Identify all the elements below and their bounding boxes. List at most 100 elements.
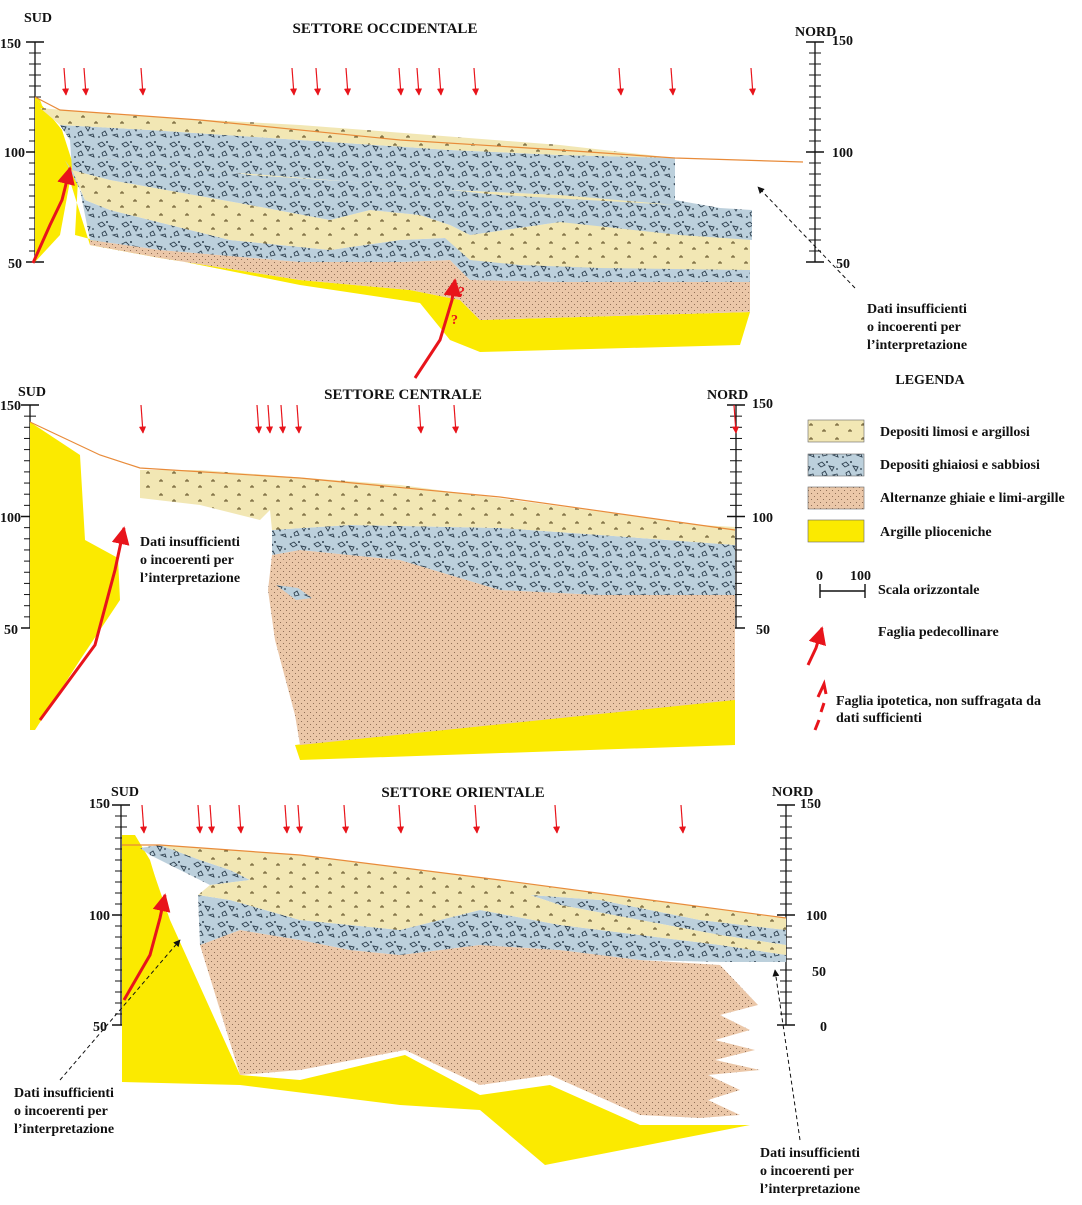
legend-swatch-limosi [807, 419, 865, 443]
fault-pedecollinare [122, 893, 171, 1001]
ghiaiosi-top-lens [140, 845, 250, 885]
legend-swatch-alternanze [807, 486, 865, 510]
fault-symbol-icon [806, 626, 826, 666]
section-orientale: SETTORE ORIENTALE SUD NORD 150 100 50 15… [14, 785, 860, 1197]
borehole-arrow-icon [731, 404, 740, 434]
borehole-arrow-icon [139, 804, 148, 834]
fault-pedecollinare [31, 166, 75, 264]
legend-swatch-ghiaiosi [807, 453, 865, 477]
argille-wedge [35, 97, 72, 262]
axis-tick-label: 100 [89, 909, 110, 924]
note-pointer [59, 939, 181, 1081]
borehole-arrow-icon [552, 804, 561, 834]
note-pointer [757, 186, 856, 289]
scale-min-label: 0 [816, 569, 823, 584]
borehole-markers [61, 67, 757, 96]
borehole-arrow-icon [678, 804, 687, 834]
nord-label: NORD [772, 785, 813, 800]
topographic-surface [122, 844, 787, 919]
section-title: SETTORE OCCIDENTALE [293, 21, 478, 37]
legend-label: Depositi limosi e argillosi [880, 425, 1030, 440]
borehole-arrow-icon [138, 67, 147, 96]
legend: LEGENDA Depositi limosi e argillosi Depo… [806, 373, 1065, 731]
question-mark: ? [458, 285, 465, 300]
legend-label: Alternanze ghiaie e limi-argille [880, 491, 1065, 506]
axis-tick-label: 100 [806, 909, 827, 924]
legend-fault-label: Faglia pedecollinare [878, 625, 999, 640]
section-title: SETTORE CENTRALE [324, 387, 482, 403]
alternanze-layer [268, 550, 735, 745]
axis-tick-label: 150 [89, 797, 110, 812]
note-line: o incoerenti per [14, 1104, 108, 1119]
argille-layer [35, 97, 750, 352]
legend-swatch-argille [807, 519, 865, 543]
axis-tick-label: 150 [832, 34, 853, 49]
borehole-arrow-icon [343, 67, 352, 96]
note-line: Dati insufficienti [867, 302, 967, 317]
argille-layer [30, 422, 120, 730]
axis-tick-label: 50 [812, 965, 826, 980]
right-elevation-axis [806, 41, 824, 263]
ghiaiosi-band-right [530, 895, 786, 945]
right-elevation-axis [777, 804, 795, 1026]
nord-label: NORD [795, 25, 836, 40]
alternanze-layer [200, 930, 760, 1118]
borehole-arrow-icon [748, 67, 757, 96]
borehole-arrow-icon [289, 67, 298, 96]
note-line: Dati insufficienti [140, 535, 240, 550]
limosi-middle-layer [72, 170, 750, 270]
axis-tick-label: 150 [752, 397, 773, 412]
limosi-layer [140, 470, 735, 545]
borehole-arrow-icon [254, 404, 263, 434]
alternanze-layer [90, 240, 750, 320]
legend-fault-hyp-label: Faglia ipotetica, non suffragata da [836, 694, 1041, 709]
note-line: Dati insufficienti [14, 1086, 114, 1101]
axis-tick-label: 50 [4, 623, 18, 638]
borehole-arrow-icon [396, 804, 405, 834]
borehole-markers [138, 404, 740, 434]
borehole-arrow-icon [414, 67, 423, 96]
section-occidentale: SETTORE OCCIDENTALE SUD NORD 150 100 50 … [0, 11, 967, 379]
borehole-arrow-icon [416, 404, 425, 434]
ghiaiosi-middle-layer [70, 140, 752, 240]
borehole-arrow-icon [472, 804, 481, 834]
ghiaiosi-layer [198, 895, 786, 962]
axis-tick-label: 100 [752, 511, 773, 526]
scale-bar [819, 584, 866, 598]
axis-tick-label: 100 [4, 146, 25, 161]
left-elevation-axis [112, 804, 130, 1026]
fault-pedecollinare [413, 278, 462, 379]
borehole-arrow-icon [81, 67, 90, 96]
legend-fault-hyp-label: dati sufficienti [836, 711, 922, 726]
axis-tick-label: 100 [832, 146, 853, 161]
borehole-arrow-icon [195, 804, 204, 834]
borehole-arrow-icon [294, 404, 303, 434]
argille-layer [122, 835, 750, 1165]
fault-pedecollinare [38, 526, 130, 721]
borehole-arrow-icon [668, 67, 677, 96]
scale-max-label: 100 [850, 569, 871, 584]
note-line: o incoerenti per [760, 1164, 854, 1179]
ghiaiosi-lens [276, 585, 312, 600]
note-pointer [772, 969, 801, 1141]
note-line: l’interpretazione [867, 338, 967, 353]
nord-label: NORD [707, 388, 748, 403]
legend-label: Argille plioceniche [880, 525, 992, 540]
borehole-arrow-icon [278, 404, 287, 434]
borehole-markers [139, 804, 687, 834]
scale-label: Scala orizzontale [878, 583, 979, 598]
borehole-arrow-icon [265, 404, 274, 434]
argille-wedge [122, 845, 240, 1082]
borehole-arrow-icon [61, 67, 70, 96]
ghiaiosi-upper-layer [60, 125, 675, 205]
axis-tick-label: 0 [820, 1020, 827, 1035]
axis-tick-label: 150 [800, 797, 821, 812]
borehole-arrow-icon [295, 804, 304, 834]
axis-tick-label: 50 [756, 623, 770, 638]
section-title: SETTORE ORIENTALE [381, 785, 544, 801]
sud-label: SUD [111, 785, 139, 800]
borehole-arrow-icon [451, 404, 460, 434]
borehole-arrow-icon [313, 67, 322, 96]
section-centrale: SETTORE CENTRALE SUD NORD 150 100 50 150… [0, 385, 773, 760]
